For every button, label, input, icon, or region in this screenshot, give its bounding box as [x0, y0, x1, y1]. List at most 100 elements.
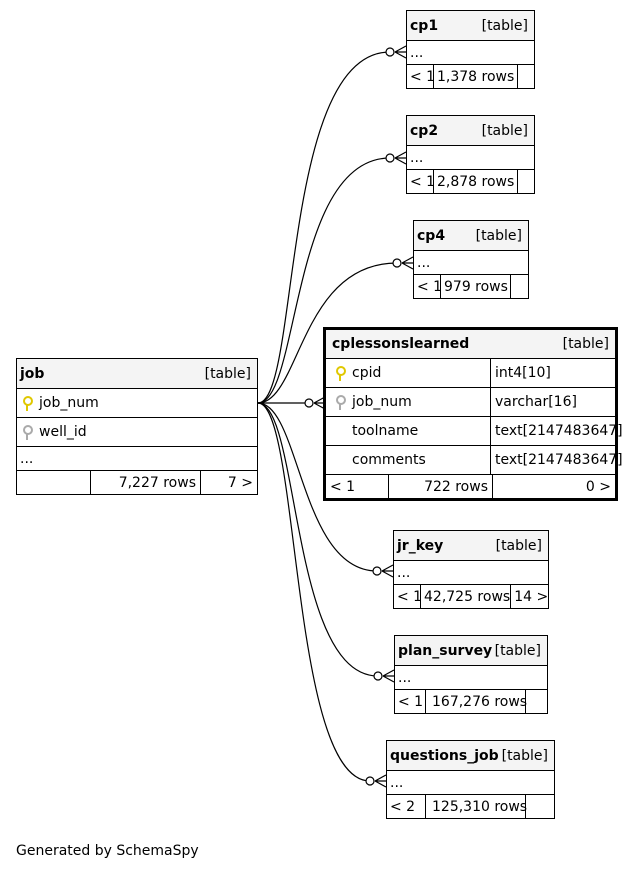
row-count: 167,276 rows: [425, 690, 527, 713]
table-cp1[interactable]: cp1 [table] ... < 1 1,378 rows: [406, 10, 535, 89]
table-name: questions_job: [390, 747, 499, 764]
more-columns: ...: [407, 40, 534, 64]
edge-job-cp4: [257, 262, 398, 404]
table-type: [table]: [475, 227, 522, 244]
table-type: [table]: [204, 365, 251, 382]
table-footer: < 2 125,310 rows: [387, 794, 554, 818]
column-name: toolname: [352, 423, 419, 439]
children-count: 0 >: [492, 475, 615, 498]
table-footer: < 1 2,878 rows: [407, 169, 534, 193]
children-count: 7 >: [200, 471, 257, 494]
more-columns: ...: [387, 770, 554, 794]
table-cp2[interactable]: cp2 [table] ... < 1 2,878 rows: [406, 115, 535, 194]
parents-count: < 2: [390, 798, 416, 815]
more-columns: ...: [407, 145, 534, 169]
table-name: cplessonslearned: [332, 336, 470, 352]
table-name: plan_survey: [398, 642, 493, 659]
table-header: cp4 [table]: [414, 221, 528, 250]
table-header: jr_key [table]: [394, 531, 548, 560]
row-count: 1,378 rows: [433, 65, 517, 88]
parents-count: < 1: [330, 478, 356, 495]
table-header: job [table]: [17, 359, 257, 388]
row-count: 7,227 rows: [90, 471, 200, 494]
table-footer: < 1 167,276 rows: [395, 689, 547, 713]
table-footer: < 1 1,378 rows: [407, 64, 534, 88]
table-footer: 7,227 rows 7 >: [17, 470, 257, 494]
column-row: job_num varchar[16]: [326, 387, 615, 416]
column-type: text[2147483647]: [490, 446, 623, 474]
table-name: jr_key: [397, 537, 444, 554]
table-type: [table]: [501, 747, 548, 764]
table-job[interactable]: job [table] job_num well_id ... 7,227 ro…: [16, 358, 258, 495]
table-footer: < 1 979 rows: [414, 274, 528, 298]
table-plan_survey[interactable]: plan_survey [table] ... < 1 167,276 rows: [394, 635, 548, 714]
row-count: 722 rows: [388, 475, 492, 498]
table-jr_key[interactable]: jr_key [table] ... < 1 42,725 rows 14 >: [393, 530, 549, 609]
more-columns: ...: [395, 665, 547, 689]
more-columns: ...: [17, 446, 257, 470]
table-header: cplessonslearned [table]: [326, 330, 615, 358]
table-cp4[interactable]: cp4 [table] ... < 1 979 rows: [413, 220, 529, 299]
edge-job-questions_job: [257, 402, 371, 782]
table-header: cp2 [table]: [407, 116, 534, 145]
column-name: job_num: [352, 394, 412, 410]
table-name: cp4: [417, 227, 446, 244]
more-columns: ...: [414, 250, 528, 274]
table-questions_job[interactable]: questions_job [table] ... < 2 125,310 ro…: [386, 740, 555, 819]
primary-key-icon: [21, 395, 33, 411]
table-name: job: [20, 365, 45, 382]
column-row: toolname text[2147483647]: [326, 416, 623, 445]
row-count: 2,878 rows: [433, 170, 517, 193]
column-type: text[2147483647]: [490, 417, 623, 445]
table-header: plan_survey [table]: [395, 636, 547, 665]
column-type: varchar[16]: [490, 388, 615, 416]
column-name: cpid: [352, 365, 382, 381]
row-count: 125,310 rows: [425, 795, 527, 818]
children-count: [517, 65, 534, 88]
column-name: well_id: [39, 424, 87, 440]
parents-count: < 1: [410, 173, 436, 190]
children-count: [510, 275, 528, 298]
foreign-key-icon: [21, 424, 33, 440]
table-type: [table]: [481, 122, 528, 139]
parents-count: < 1: [417, 278, 443, 295]
table-footer: < 1 722 rows 0 >: [326, 474, 615, 498]
parents-count: < 1: [397, 588, 423, 605]
table-header: questions_job [table]: [387, 741, 554, 770]
column-name: job_num: [39, 395, 99, 411]
table-type: [table]: [494, 642, 541, 659]
table-header: cp1 [table]: [407, 11, 534, 40]
column-row: job_num: [17, 388, 257, 417]
primary-key-icon: [334, 365, 346, 381]
edge-job-cp2: [257, 157, 391, 404]
row-count: 42,725 rows: [420, 585, 510, 608]
children-count: [525, 690, 547, 713]
column-row: cpid int4[10]: [326, 358, 615, 387]
children-count: [517, 170, 534, 193]
more-columns: ...: [394, 560, 548, 584]
foreign-key-icon: [334, 394, 346, 410]
parents-count: < 1: [410, 68, 436, 85]
children-count: 14 >: [510, 585, 548, 608]
column-name: comments: [352, 452, 426, 468]
parents-count: [17, 471, 90, 494]
column-row: well_id: [17, 417, 257, 446]
table-type: [table]: [481, 17, 528, 34]
table-type: [table]: [562, 336, 609, 352]
edge-job-cp1: [257, 51, 391, 404]
parents-count: < 1: [398, 693, 424, 710]
table-name: cp2: [410, 122, 439, 139]
column-row: comments text[2147483647]: [326, 445, 623, 474]
column-type: int4[10]: [490, 359, 615, 387]
table-footer: < 1 42,725 rows 14 >: [394, 584, 548, 608]
table-cplessonslearned[interactable]: cplessonslearned [table] cpid int4[10] j…: [323, 327, 623, 501]
generated-by-footer: Generated by SchemaSpy: [16, 843, 199, 859]
edge-job-plan_survey: [257, 402, 379, 677]
edge-job-jr_key: [257, 402, 378, 572]
table-type: [table]: [495, 537, 542, 554]
table-name: cp1: [410, 17, 439, 34]
row-count: 979 rows: [440, 275, 510, 298]
children-count: [525, 795, 554, 818]
